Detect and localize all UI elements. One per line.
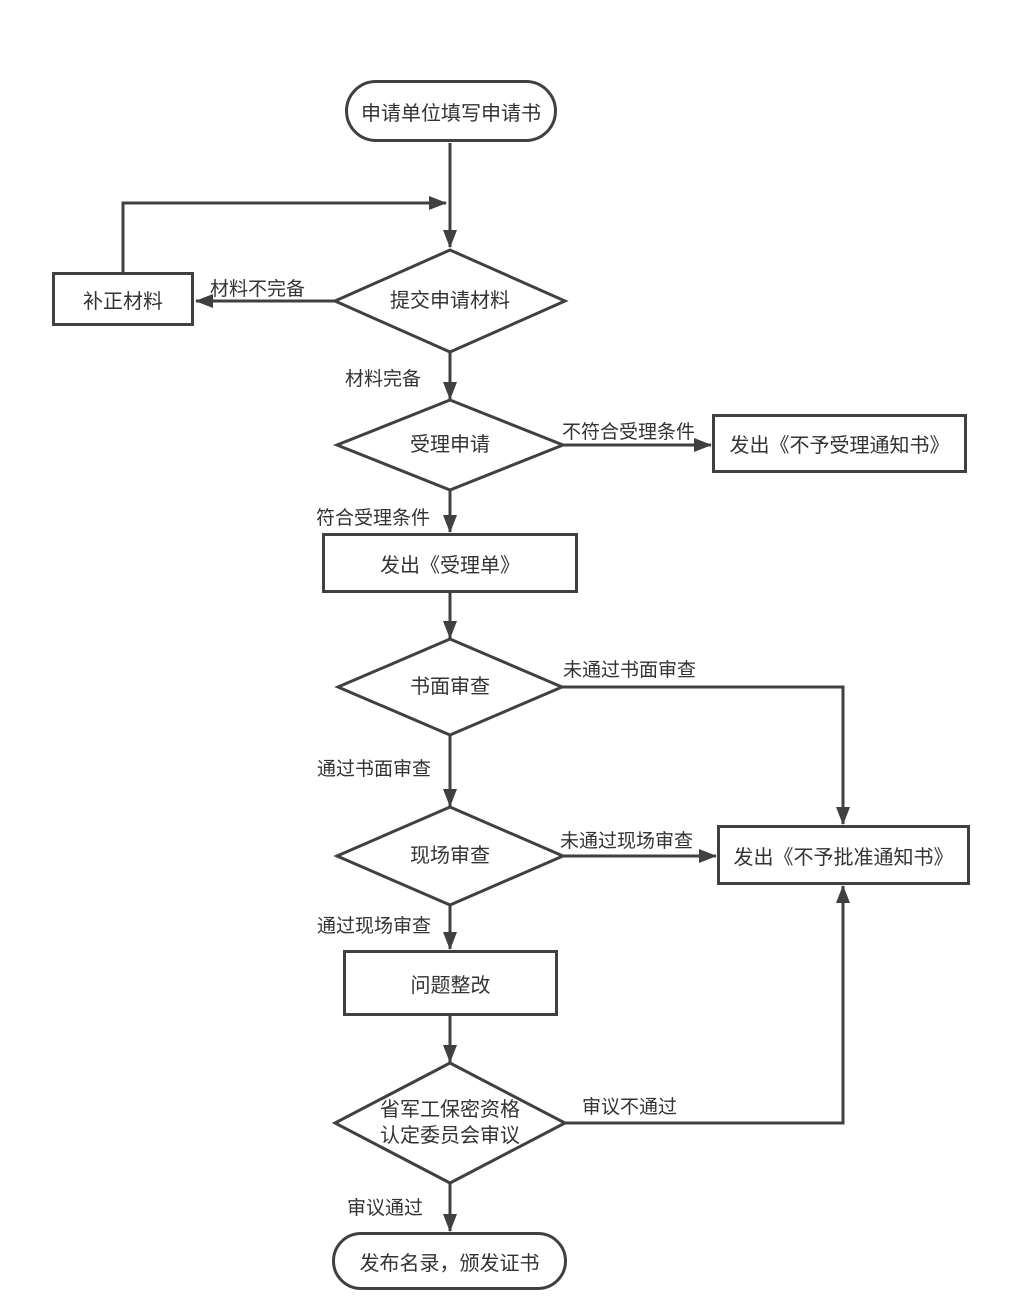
- edge-label-written-passed: 通过书面审查: [317, 759, 432, 780]
- process-correct-materials: 补正材料: [52, 272, 194, 326]
- edge-label-onsite-passed: 通过现场审查: [317, 916, 432, 937]
- edge-label-review-passed: 审议通过: [347, 1198, 424, 1219]
- edge-written-fail: [562, 685, 850, 825]
- edge-label-conditions-met: 符合受理条件: [316, 508, 431, 529]
- process-notice-not-accepted: 发出《不予受理通知书》: [712, 414, 967, 473]
- decision-shape-onsite-review: [333, 805, 567, 907]
- edge-label-conditions-not-met: 不符合受理条件: [562, 422, 696, 443]
- edge-correct-loop: [121, 196, 447, 272]
- terminator-start: 申请单位填写申请书: [345, 80, 557, 142]
- process-rectification: 问题整改: [343, 950, 558, 1016]
- terminator-end: 发布名录，颁发证书: [332, 1232, 567, 1290]
- edge-label-materials-incomplete: 材料不完备: [210, 279, 306, 300]
- edge-label-review-failed: 审议不通过: [582, 1097, 678, 1118]
- edge-label-written-failed: 未通过书面审查: [563, 660, 697, 681]
- decision-shape-written-review: [334, 637, 566, 737]
- process-issue-acceptance: 发出《受理单》: [322, 533, 578, 593]
- process-notice-not-approved: 发出《不予批准通知书》: [717, 825, 970, 885]
- decision-shape-accept-application: [332, 398, 568, 492]
- edge-label-materials-complete: 材料完备: [345, 369, 422, 390]
- decision-shape-committee-review: [331, 1061, 569, 1185]
- edge-label-onsite-failed: 未通过现场审查: [560, 831, 694, 852]
- decision-shape-submit-materials: [331, 248, 569, 354]
- edge-committee-fail: [565, 885, 850, 1125]
